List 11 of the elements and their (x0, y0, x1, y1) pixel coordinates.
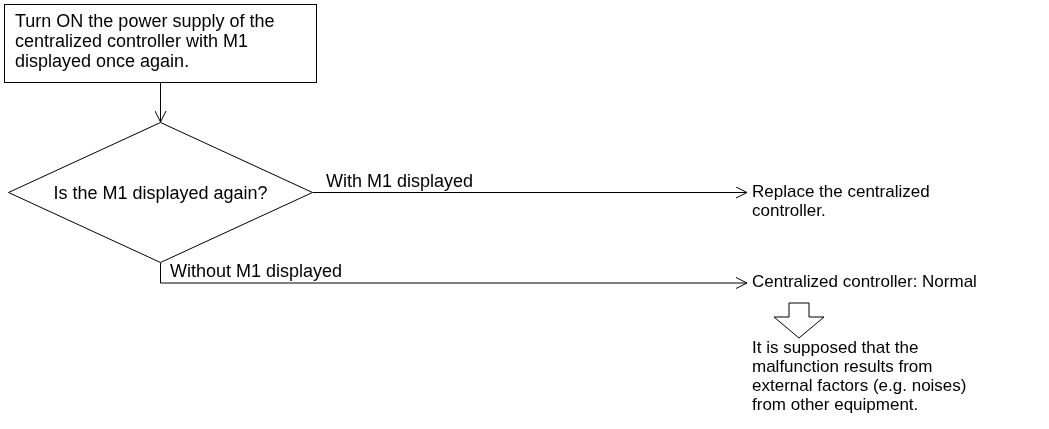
arrow (160, 262, 748, 289)
result-text: It is supposed that the malfunction results from external factors (e.g. noises) from other equipment. (752, 338, 987, 418)
node-text: Turn ON the power supply of the centralized controller with M1 displayed once again. (15, 11, 276, 71)
process-box (4, 4, 317, 83)
node-text: Is the M1 displayed again? (53, 182, 268, 203)
decision-diamond (8, 122, 313, 263)
result-text: Replace the centralized controller. (752, 182, 952, 226)
arrow (154, 82, 167, 123)
arrow (312, 186, 748, 199)
result-text: Centralized controller: Normal (752, 272, 1032, 294)
block-arrow (773, 302, 825, 339)
